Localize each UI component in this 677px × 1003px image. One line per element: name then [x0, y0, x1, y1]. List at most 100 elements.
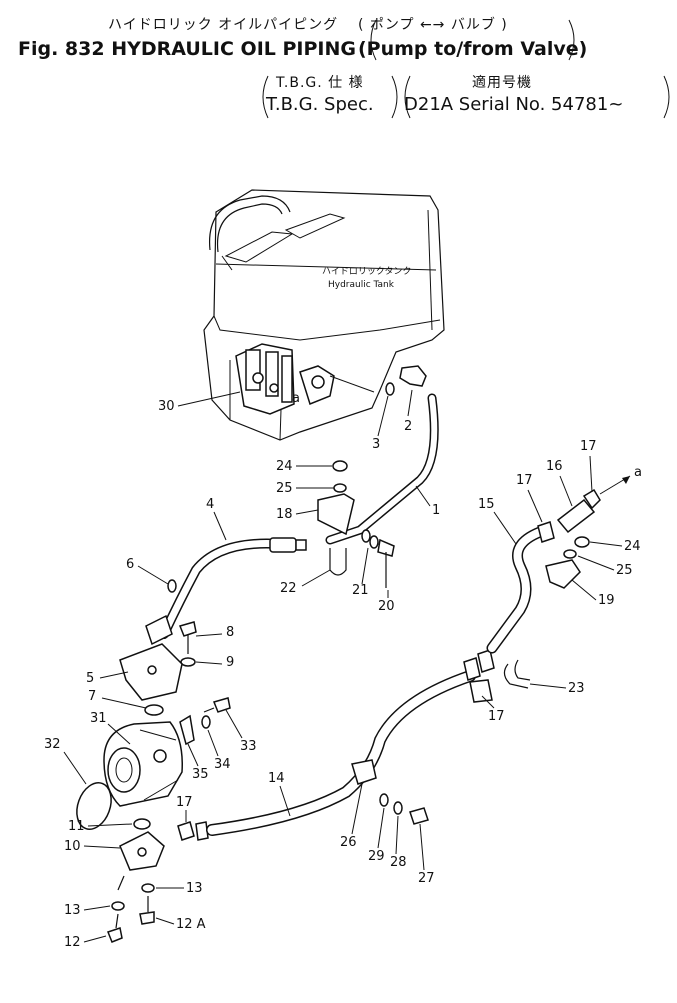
hose-fitting	[145, 614, 173, 646]
callout-22: 22	[280, 581, 297, 596]
leader-line	[137, 565, 169, 585]
header-bracket	[370, 19, 377, 61]
spec-japanese: T.B.G. 仕 様	[276, 75, 364, 91]
hydraulic-pump	[103, 721, 183, 807]
callout-21: 21	[352, 583, 369, 598]
bolt-shank	[115, 913, 119, 929]
callout-12a: 12 A	[176, 917, 206, 932]
nut	[574, 536, 590, 548]
callout-17: 17	[580, 439, 597, 454]
leader-line	[395, 815, 399, 855]
leader-line	[481, 695, 495, 709]
callout-7: 7	[88, 689, 96, 704]
leader-line	[187, 743, 199, 767]
header-bracket	[568, 19, 575, 61]
hose-clip	[477, 649, 495, 673]
hose-clip	[195, 821, 209, 841]
washer	[333, 483, 347, 493]
callout-29: 29	[368, 849, 385, 864]
title-japanese: ハイドロリック オイルパイピング	[108, 17, 339, 33]
serial-japanese: 適用号機	[472, 75, 532, 91]
callout-2: 2	[404, 419, 412, 434]
o-ring	[76, 782, 112, 830]
callout-14: 14	[268, 771, 285, 786]
washer	[180, 657, 196, 667]
hose-clip	[469, 679, 493, 703]
washer	[111, 901, 125, 911]
callout-11: 11	[68, 819, 85, 834]
callout-12: 12	[64, 935, 81, 950]
callout-13: 13	[186, 881, 203, 896]
hose-clip	[582, 488, 601, 510]
callout-19: 19	[598, 593, 615, 608]
washer	[361, 529, 371, 543]
reference-mark-a: a	[634, 465, 642, 480]
spec-english: T.B.G. Spec.	[266, 94, 374, 115]
bracket	[545, 559, 581, 589]
callout-18: 18	[276, 507, 293, 522]
callout-3: 3	[372, 437, 380, 452]
callout-16: 16	[546, 459, 563, 474]
leader-line	[493, 511, 517, 545]
bolt	[139, 911, 155, 925]
bolt	[212, 697, 231, 713]
leader-line	[63, 751, 87, 785]
callout-25: 25	[616, 563, 633, 578]
callout-9: 9	[226, 655, 234, 670]
callout-34: 34	[214, 757, 231, 772]
hose-fitting	[295, 539, 307, 551]
leader-line	[351, 783, 363, 835]
serial-english: D21A Serial No. 54781~	[404, 94, 624, 115]
hose-4	[159, 538, 285, 639]
leader-line	[279, 785, 291, 817]
callout-13: 13	[64, 903, 81, 918]
leader-line	[195, 661, 223, 665]
leader-line	[415, 485, 431, 507]
clamp	[179, 714, 195, 746]
callout-20: 20	[378, 599, 395, 614]
bolt	[377, 538, 395, 557]
leader-line	[155, 917, 175, 925]
arrow-icon	[622, 476, 630, 484]
header-bracket	[262, 75, 269, 119]
callout-32: 32	[44, 737, 61, 752]
leader-line	[295, 509, 319, 515]
leader-line	[329, 375, 375, 393]
tank-label-english: Hydraulic Tank	[328, 280, 395, 290]
header-bracket	[404, 75, 411, 119]
callout-10: 10	[64, 839, 81, 854]
leader-line	[589, 541, 623, 547]
clamp	[351, 759, 377, 785]
leader-line	[225, 709, 243, 739]
leader-line	[407, 389, 413, 417]
leader-line	[559, 475, 573, 507]
callout-5: 5	[86, 671, 94, 686]
callout-33: 33	[240, 739, 257, 754]
hydraulic-tank	[203, 189, 445, 441]
bracket	[317, 493, 355, 536]
o-ring	[133, 818, 151, 830]
callout-26: 26	[340, 835, 357, 850]
leader-line	[99, 671, 129, 679]
callout-31: 31	[90, 711, 107, 726]
bolt	[409, 807, 429, 825]
u-bolt	[329, 548, 347, 576]
washer	[393, 801, 403, 815]
leader-line	[527, 489, 543, 523]
control-valve	[235, 343, 335, 415]
leader-line	[195, 633, 223, 637]
header-bracket	[663, 75, 670, 119]
callout-6: 6	[126, 557, 134, 572]
leader-line	[213, 511, 227, 541]
tube-16	[556, 498, 596, 534]
o-ring	[144, 704, 164, 716]
hose-clip	[463, 657, 481, 681]
elbow-fitting	[503, 663, 529, 689]
reference-mark-a: a	[292, 391, 300, 406]
leader-line	[207, 729, 219, 757]
hose-clip	[537, 521, 555, 543]
o-ring	[385, 382, 395, 396]
callout-15: 15	[478, 497, 495, 512]
figure-subtitle: (Pump to/from Valve)	[358, 38, 588, 60]
tank-label-japanese: ハイドロリックタンク	[322, 266, 411, 277]
